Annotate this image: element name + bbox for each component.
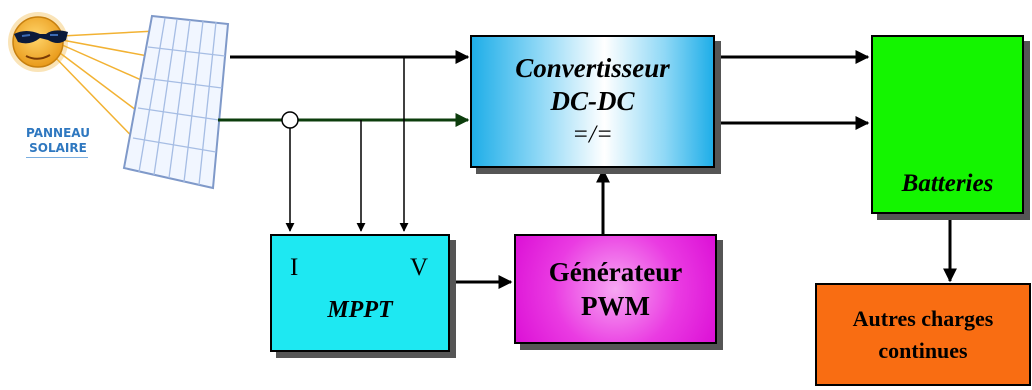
- converter-title: Convertisseur: [515, 53, 670, 83]
- loads-title: Autres charges: [852, 305, 994, 331]
- converter-symbol: =/=: [572, 121, 613, 148]
- solar-panel-label-underline: [26, 157, 88, 158]
- mppt-voltage-input-label: V: [409, 254, 428, 281]
- mppt-label: MPPT: [327, 296, 393, 323]
- sun-with-sunglasses-icon: [8, 12, 68, 72]
- dc-dc-converter-block: Convertisseur DC-DC =/=: [470, 35, 715, 168]
- batteries-label: Batteries: [901, 170, 994, 197]
- dc-loads-block: Autres charges continues: [815, 283, 1031, 386]
- mppt-current-input-label: I: [290, 254, 299, 281]
- current-sensor-icon: [281, 111, 299, 129]
- loads-subtitle: continues: [878, 337, 968, 363]
- batteries-block: Batteries: [871, 35, 1024, 214]
- solar-panel-icon: [122, 14, 230, 190]
- mppt-block: I V MPPT: [270, 234, 450, 352]
- pwm-title: Générateur: [548, 257, 683, 287]
- solar-panel-label: PANNEAU SOLAIRE: [26, 126, 90, 155]
- pwm-subtitle: PWM: [581, 291, 650, 321]
- pwm-generator-block: Générateur PWM: [514, 234, 717, 344]
- converter-subtitle: DC-DC: [550, 86, 635, 116]
